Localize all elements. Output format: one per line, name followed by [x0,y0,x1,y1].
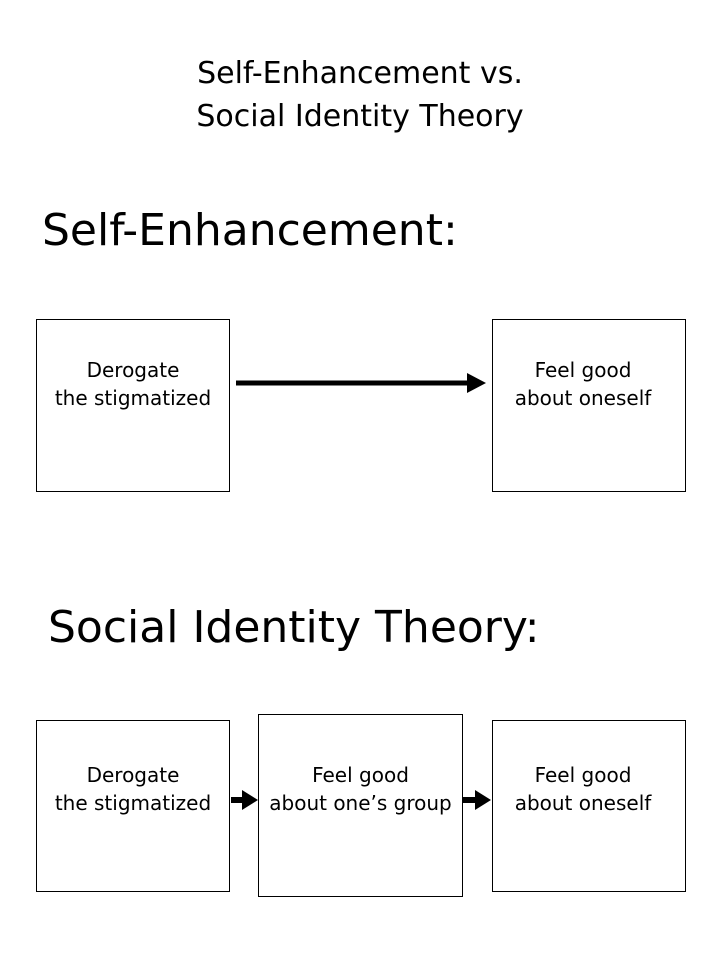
self-enhancement-box-derogate [36,319,230,492]
label-line1: Feel good [534,358,632,382]
sit-label-feel-good-oneself: Feel good about oneself [486,761,680,817]
label-line1: Feel good [312,763,409,787]
sit-label-feel-good-group: Feel good about one’s group [258,761,463,817]
label-line1: Feel good [534,763,632,787]
label-line2: the stigmatized [54,791,212,815]
sit-arrow-1 [231,790,258,810]
label-line2: about oneself [514,386,652,410]
sit-arrow-2 [463,790,491,810]
sit-label-derogate: Derogate the stigmatized [36,761,230,817]
label-line1: Derogate [86,358,180,382]
slide-title-line1: Self-Enhancement vs. [197,56,523,91]
label-line2: about oneself [514,791,652,815]
self-enhancement-arrow [236,373,486,393]
label-line2: about one’s group [269,791,452,815]
label-line1: Derogate [86,763,180,787]
sit-box-feel-good-group [258,714,463,897]
self-enhancement-box-feel-good-oneself [492,319,686,492]
sit-box-derogate [36,720,230,892]
self-enhancement-label-feel-good: Feel good about oneself [486,356,680,412]
sit-box-feel-good-oneself [492,720,686,892]
self-enhancement-label-derogate: Derogate the stigmatized [36,356,230,412]
label-line2: the stigmatized [54,386,212,410]
social-identity-heading: Social Identity Theory: [48,602,540,653]
slide-title-line2: Social Identity Theory [196,99,524,134]
self-enhancement-heading: Self-Enhancement: [42,205,458,256]
slide-title: Self-Enhancement vs. Social Identity The… [0,52,720,138]
